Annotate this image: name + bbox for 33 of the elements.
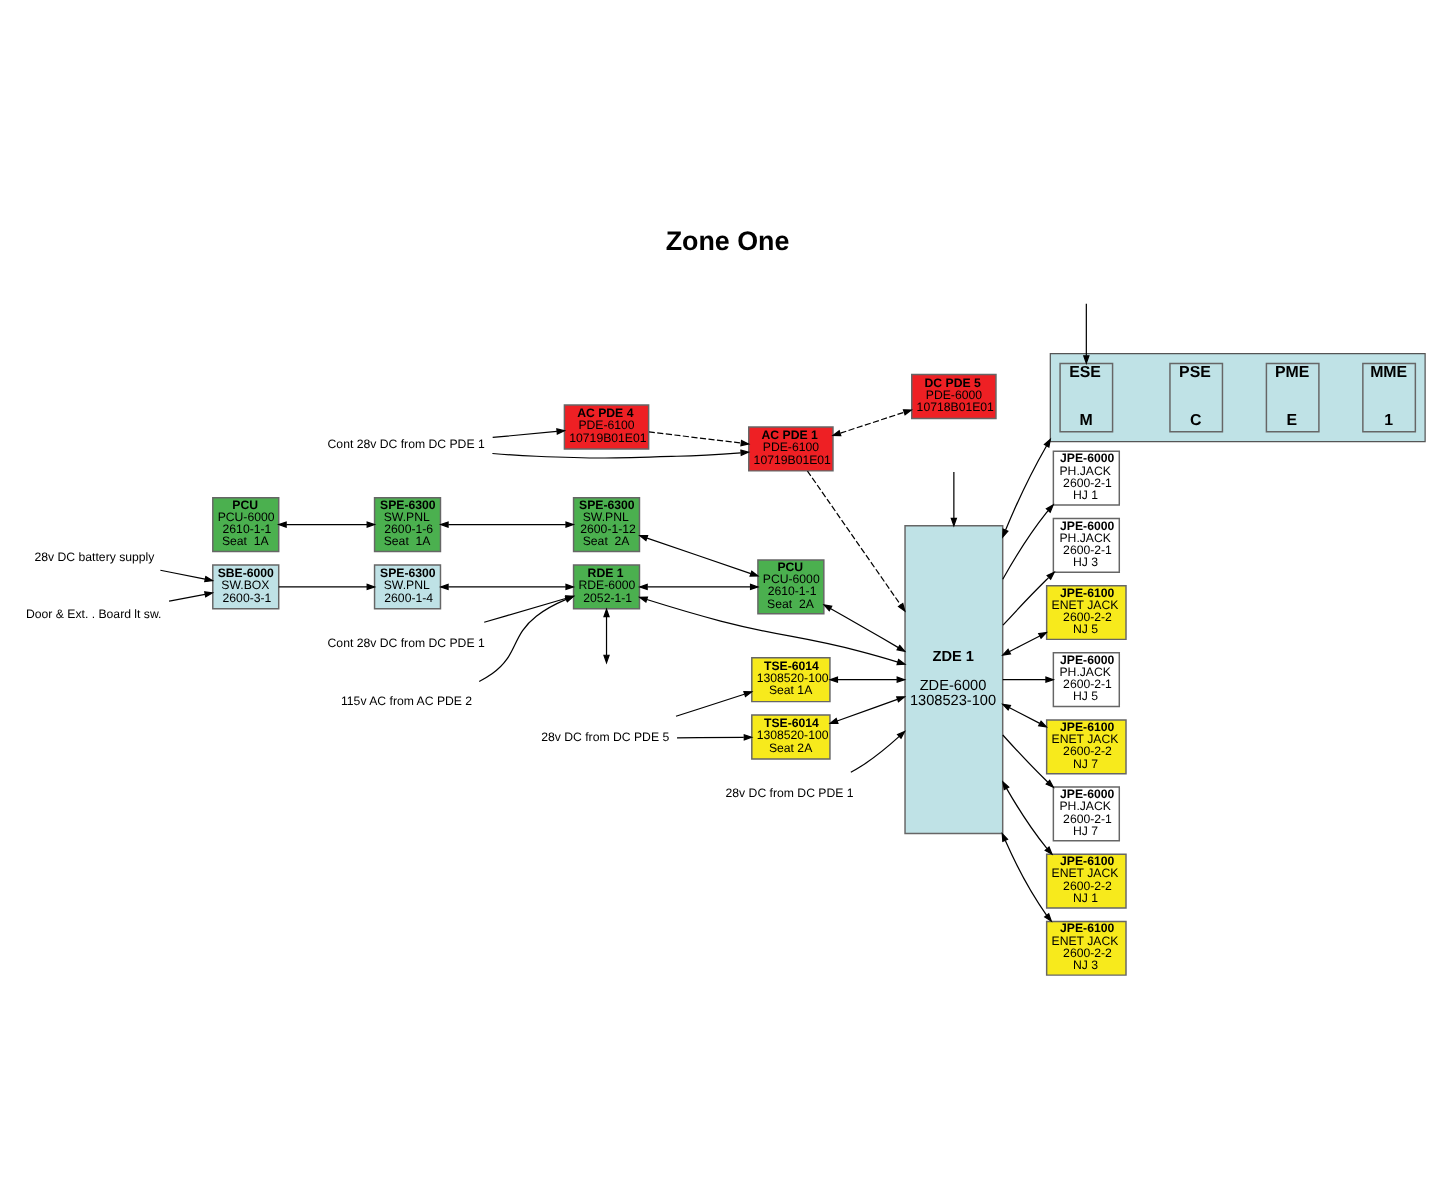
arrow [1082, 303, 1090, 365]
arrow [603, 607, 610, 665]
arrow [491, 449, 751, 459]
arrow [648, 431, 751, 447]
arrow [1001, 780, 1054, 856]
arrow [1001, 631, 1048, 656]
arrow [1002, 571, 1056, 626]
arrow [950, 471, 958, 528]
arrow [276, 521, 377, 529]
arrow [637, 596, 907, 666]
diagram-title: Zone One [665, 226, 790, 257]
arrow [638, 534, 760, 577]
arrow [492, 428, 567, 439]
arrow [828, 676, 907, 684]
arrow [1002, 437, 1052, 539]
arrow [831, 409, 913, 437]
arrow [850, 730, 906, 773]
arrow [822, 603, 907, 653]
arrow [806, 470, 906, 613]
arrow [675, 691, 754, 717]
arrow [438, 583, 576, 591]
arrow [1002, 676, 1056, 684]
arrow [1002, 734, 1055, 789]
arrow [676, 733, 754, 741]
arrow [168, 591, 215, 602]
arrow [1002, 503, 1055, 580]
arrow [438, 521, 576, 529]
arrow [278, 583, 377, 591]
arrow [828, 696, 907, 725]
arrow [1001, 703, 1048, 728]
arrow [1001, 831, 1053, 923]
arrow [159, 569, 215, 583]
arrow [638, 583, 760, 591]
